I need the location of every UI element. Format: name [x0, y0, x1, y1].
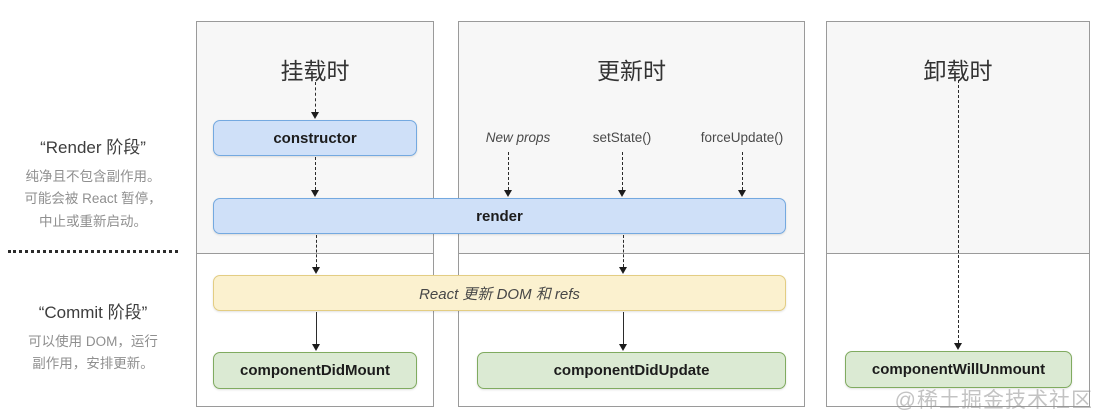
trigger-new-props: New props	[485, 130, 551, 145]
commit-phase-description: 可以使用 DOM，运行 副作用，安排更新。	[0, 331, 186, 376]
trigger-set-state: setState()	[592, 130, 652, 145]
commit-phase-line-2: 副作用，安排更新。	[32, 356, 154, 372]
arrow-force-update-to-render	[738, 152, 746, 197]
column-title-updating: 更新时	[597, 58, 666, 84]
arrow-render-to-dom-update-update	[619, 235, 627, 274]
arrow-render-to-dom-update-mount	[312, 235, 320, 274]
commit-phase-title: “Commit 阶段”	[38, 303, 148, 322]
react-updates-dom-box: React 更新 DOM 和 refs	[213, 275, 786, 311]
render-phase-line-2: 可能会被 React 暂停，	[24, 191, 162, 207]
render-phase-line-1: 纯净且不包含副作用。	[25, 169, 161, 184]
constructor-box[interactable]: constructor	[213, 120, 417, 156]
component-will-unmount-box[interactable]: componentWillUnmount	[845, 351, 1072, 388]
column-title-unmounting: 卸载时	[923, 58, 993, 84]
phase-divider-dotted-line	[8, 250, 178, 253]
arrow-constructor-to-render	[311, 157, 319, 197]
arrow-mounting-to-constructor	[311, 82, 319, 119]
render-phase-line-3: 中止或重新启动。	[39, 213, 147, 229]
render-phase-description: 纯净且不包含副作用。 可能会被 React 暂停， 中止或重新启动。	[0, 166, 186, 233]
trigger-force-update: forceUpdate()	[700, 130, 784, 145]
component-did-mount-box[interactable]: componentDidMount	[213, 352, 417, 389]
arrow-dom-update-to-component-did-mount	[312, 312, 320, 351]
arrow-set-state-to-render	[618, 152, 626, 197]
commit-phase-legend: “Commit 阶段” 可以使用 DOM，运行 副作用，安排更新。	[0, 298, 186, 376]
commit-phase-line-1: 可以使用 DOM，运行	[28, 334, 158, 349]
arrow-new-props-to-render	[504, 152, 512, 197]
column-title-mounting: 挂载时	[280, 58, 350, 84]
arrow-dom-update-to-component-did-update	[619, 312, 627, 351]
juejin-watermark: @稀土掘金技术社区	[894, 389, 1093, 412]
component-did-update-box[interactable]: componentDidUpdate	[477, 352, 786, 389]
render-box[interactable]: render	[213, 198, 786, 234]
arrow-unmounting-to-component-will-unmount	[954, 80, 962, 350]
render-phase-title: “Render 阶段”	[40, 138, 146, 157]
render-phase-legend: “Render 阶段” 纯净且不包含副作用。 可能会被 React 暂停， 中止…	[0, 133, 186, 233]
